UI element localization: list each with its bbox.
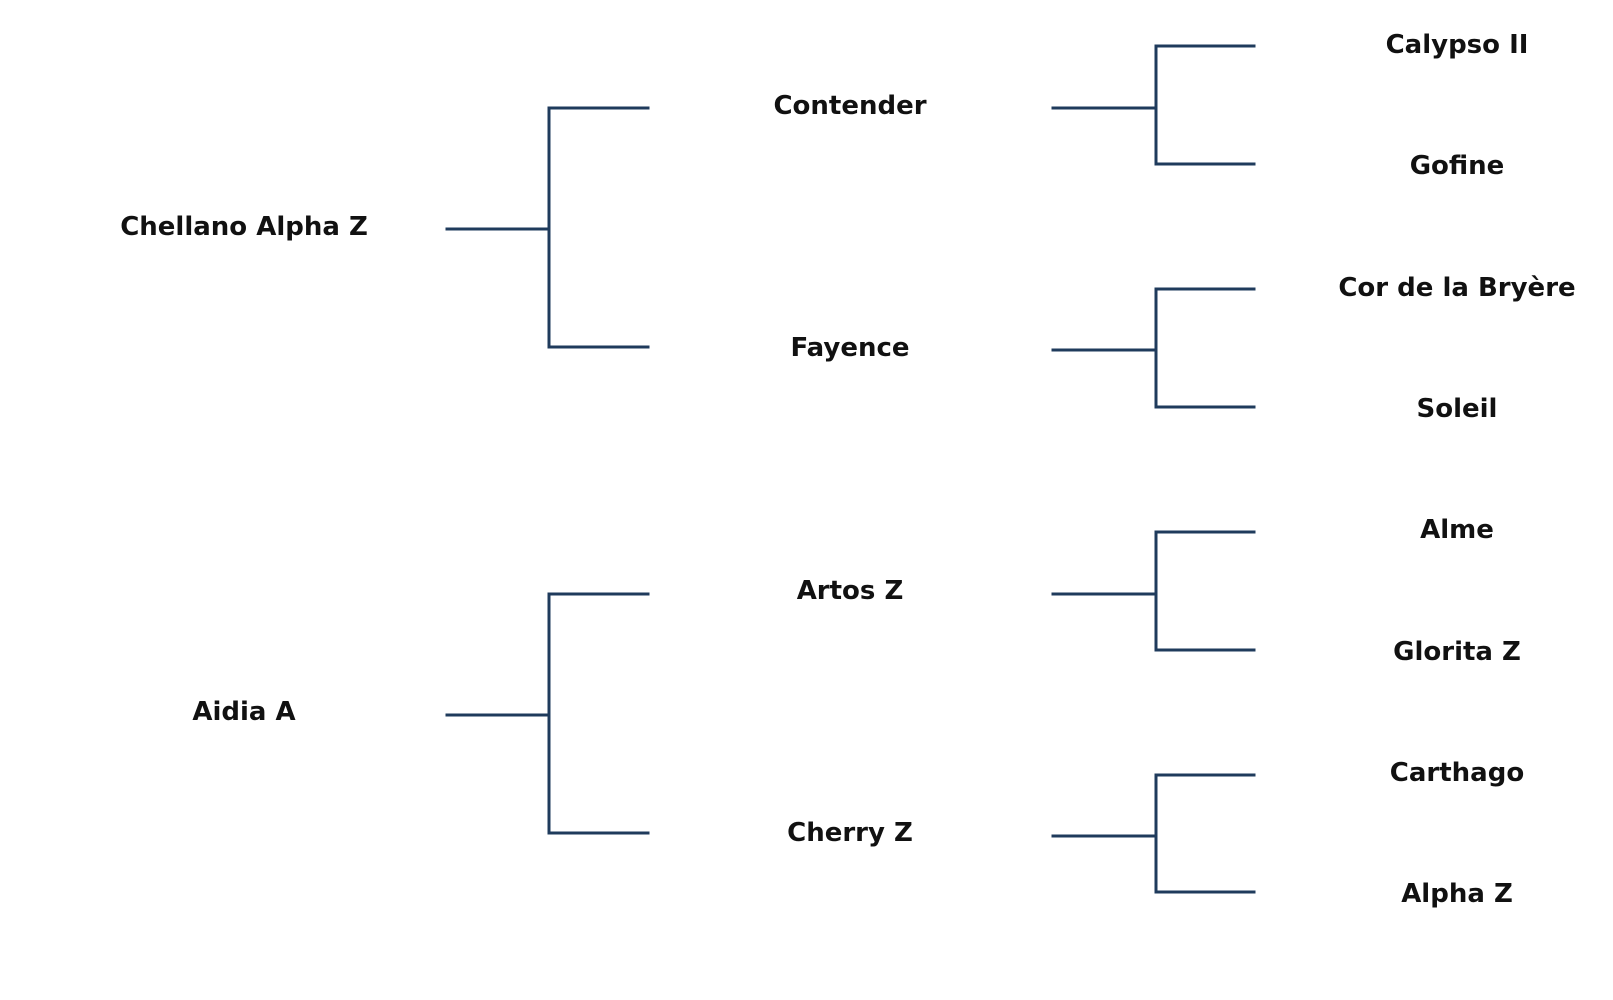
dam-sire-name: Artos Z — [797, 576, 904, 606]
connector-dam-dam-bracket — [1051, 773, 1256, 894]
connector-sire-bracket — [445, 106, 650, 349]
connector-sire-dam-bracket — [1051, 287, 1256, 409]
sire-dam-sire-name: Cor de la Bryère — [1338, 273, 1575, 303]
sire-name: Chellano Alpha Z — [120, 212, 368, 242]
dam-dam-name: Cherry Z — [787, 818, 913, 848]
sire-sire-dam-name: Gofine — [1410, 151, 1505, 181]
dam-sire-sire-name: Alme — [1420, 515, 1494, 545]
sire-dam-name: Fayence — [790, 333, 909, 363]
connector-dam-bracket — [445, 592, 650, 835]
sire-sire-sire-name: Calypso II — [1386, 30, 1529, 60]
dam-dam-dam-name: Alpha Z — [1401, 879, 1513, 909]
connector-sire-sire-bracket — [1051, 44, 1256, 166]
dam-sire-dam-name: Glorita Z — [1393, 637, 1521, 667]
dam-name: Aidia A — [192, 697, 295, 727]
connector-dam-sire-bracket — [1051, 530, 1256, 652]
sire-sire-name: Contender — [773, 91, 926, 121]
dam-dam-sire-name: Carthago — [1390, 758, 1524, 788]
sire-dam-dam-name: Soleil — [1417, 394, 1498, 424]
